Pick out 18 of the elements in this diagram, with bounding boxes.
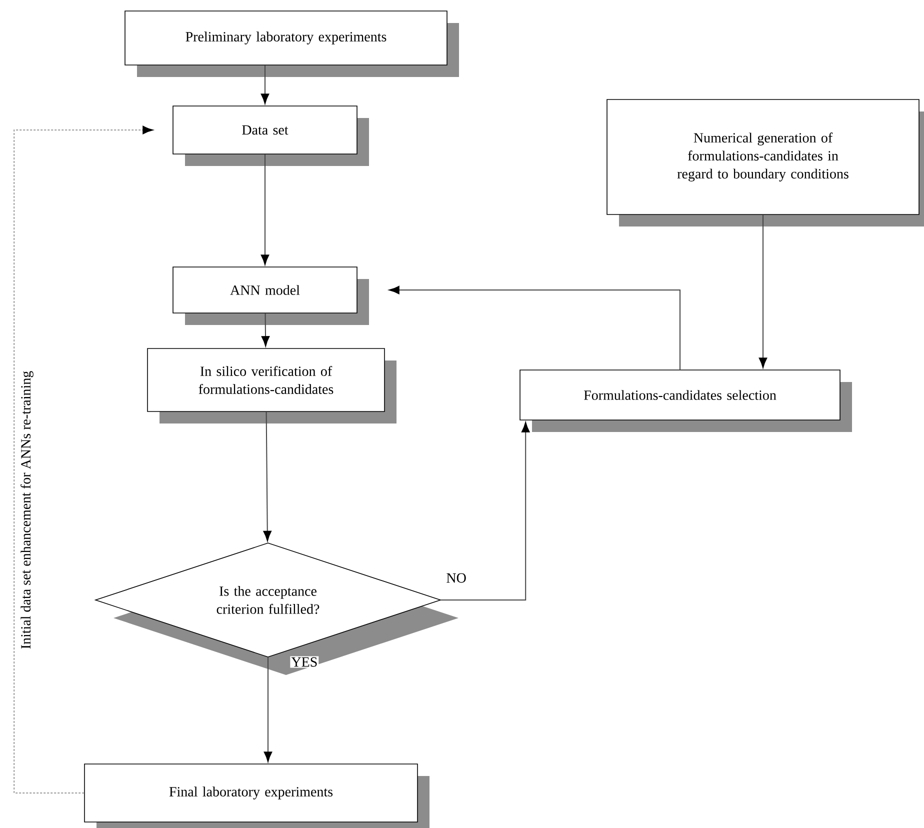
arrow — [261, 312, 270, 347]
arrow — [440, 422, 530, 600]
arrow — [264, 656, 272, 762]
arrow — [260, 64, 270, 104]
arrow — [388, 286, 680, 370]
arrow — [260, 154, 270, 266]
arrow — [14, 126, 154, 794]
process-box: Numerical generation of formulations-candidates in regard to boundary conditions — [606, 99, 920, 215]
process-box: Preliminary laboratory experiments — [124, 10, 448, 66]
process-box: In silico verification of formulations-candidates — [147, 348, 385, 412]
process-box: Final laboratory experiments — [84, 764, 418, 822]
arrow — [263, 411, 272, 542]
edge-label: Initial data set enhancement for ANNs re-training — [20, 370, 34, 650]
edge-label: YES — [290, 656, 319, 668]
process-box: ANN model — [172, 266, 358, 314]
arrow — [758, 214, 768, 368]
process-box: Data set — [172, 106, 358, 154]
process-box: Formulations-candidates selection — [520, 370, 840, 420]
